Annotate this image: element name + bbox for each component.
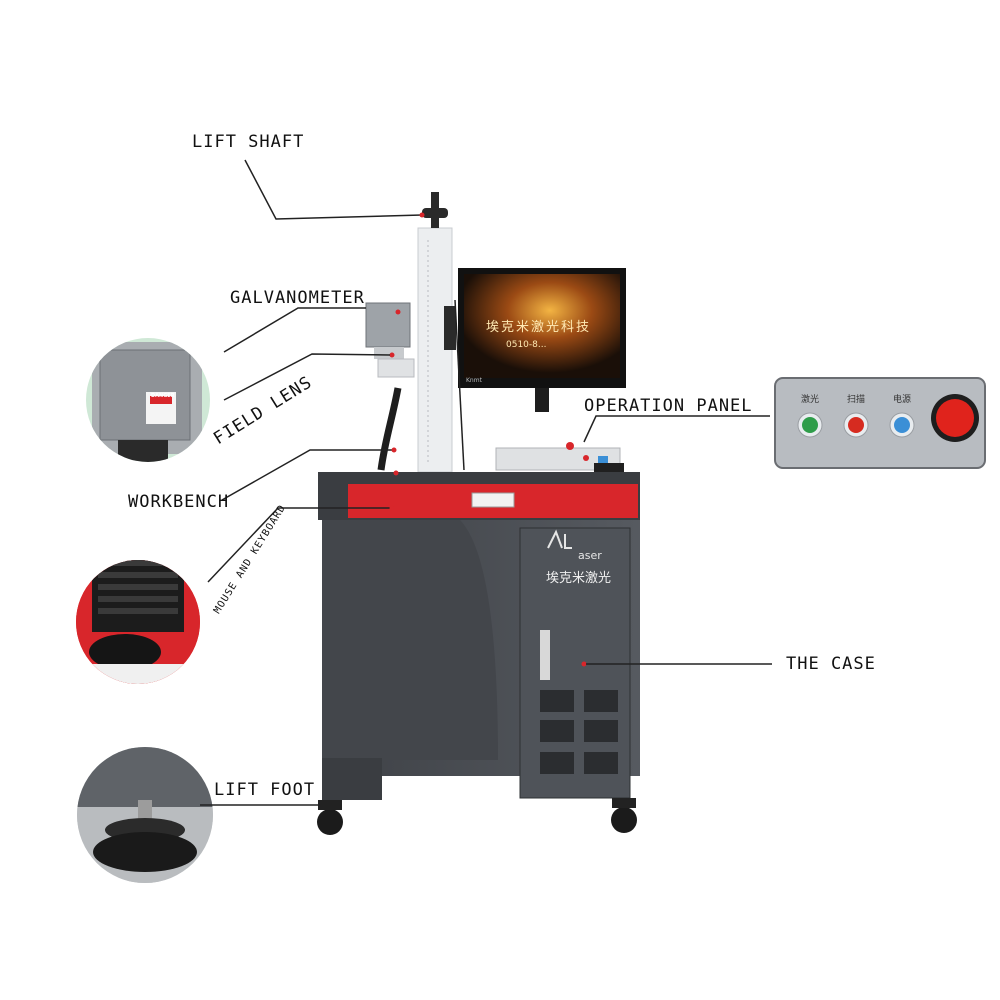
monitor-maker-mark: Knmt [466,377,482,384]
panel-label-laser: 激光 [801,395,820,405]
casters [317,798,637,835]
scan-button[interactable] [848,417,864,433]
label-lift-foot: LIFT FOOT [214,780,316,800]
panel-label-power: 电源 [893,395,912,405]
machine-cabinet [322,520,640,800]
case-logo-text: aser [578,549,602,562]
lift-handle [422,208,448,218]
panel-label-scan: 扫描 [847,395,866,405]
field-lens-marker [389,352,395,358]
galvo-warning-text: DANGER [151,393,175,399]
case-company-text: 埃克米激光 [546,571,612,586]
leader-mouse-keyboard [207,507,392,583]
galvanometer-head [365,302,415,378]
label-workbench: WORKBENCH [128,492,230,512]
leader-lines [200,159,772,806]
leader-field-lens [223,353,391,401]
keyboard-zoom [76,560,200,684]
monitor-brand-text: 埃克米激光科技 [486,320,592,335]
label-lift-shaft: LIFT SHAFT [192,132,305,152]
leader-galvanometer [223,307,366,353]
monitor [444,268,626,471]
label-the-case: THE CASE [786,654,876,674]
laser-button[interactable] [802,417,818,433]
monitor-phone-text: 0510-8... [506,340,547,350]
label-operation-panel: OPERATION PANEL [584,396,753,416]
leader-workbench [221,449,394,501]
workbench-top [318,442,640,520]
lift-foot-zoom [77,747,213,883]
galvanometer-zoom [86,338,210,462]
power-button[interactable] [894,417,910,433]
leader-lift-shaft [244,159,423,220]
operation-panel-inset [774,377,986,469]
label-galvanometer: GALVANOMETER [230,288,365,308]
case-marker [581,661,587,667]
emergency-stop-button[interactable] [936,399,974,437]
leader-operation-panel [583,415,770,443]
